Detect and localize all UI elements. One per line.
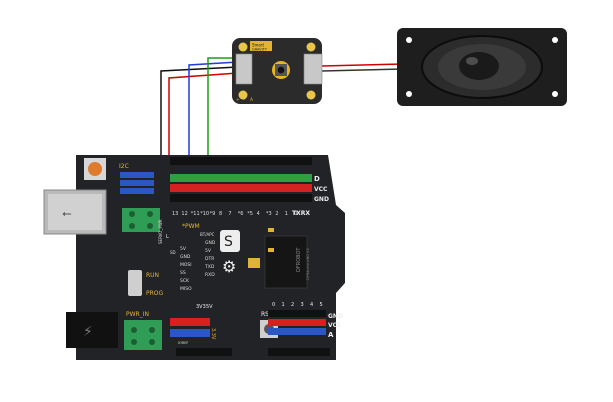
analog-pin-label: 4: [310, 302, 313, 308]
digital-pin-label: *3: [266, 211, 272, 217]
label-5v: 5V: [206, 304, 213, 310]
analog-pin-label: 5: [320, 302, 323, 308]
icsp-left-label: SS: [180, 270, 186, 276]
icsp-right-label: TXD: [204, 264, 215, 270]
label-vcc: VCC: [314, 186, 328, 193]
digital-header: [170, 157, 312, 202]
digital-pin-label: *6: [238, 211, 244, 217]
label-l: L: [166, 234, 169, 240]
digital-pin-label: *10: [200, 211, 209, 217]
mcu-chip: [264, 235, 308, 289]
digital-pin-label: *5: [247, 211, 253, 217]
input-connector: [235, 53, 253, 85]
label-servo-pwr: SERVO_PWR: [158, 219, 163, 244]
icsp-right-label: GND: [205, 240, 216, 246]
label-i2c: I2C: [119, 163, 129, 170]
digital-pin-label: 1: [285, 211, 288, 217]
label-txrx: TXRX: [292, 210, 310, 217]
icsp-left-label: SCK: [180, 278, 190, 284]
analog-pin-label: 1: [282, 302, 285, 308]
icsp-right-labels: GND 5V DTR TXD RXD: [204, 240, 216, 278]
servo-terminal: [122, 208, 160, 232]
label-vcc2: VCC: [328, 322, 342, 329]
digital-pin-label: 0: [294, 211, 297, 217]
output-connector: [303, 53, 323, 85]
arduino-board: ⭠ ⚡ I2C SERVO_PWR RUN PROG PWR_IN: [43, 155, 345, 360]
usb-icon: ⭠: [62, 206, 72, 220]
analog-pin-label: 0: [272, 302, 275, 308]
audio-amp-module: Smart GRAVITY + - A: [232, 38, 323, 104]
label-a: A: [328, 331, 334, 339]
label-rst: RST: [261, 311, 273, 318]
module-pin-a: A: [250, 97, 254, 103]
module-pin-minus: -: [243, 98, 245, 103]
label-d: D: [314, 175, 320, 183]
wire-speaker-red: [321, 63, 405, 67]
label-gnd2: GND: [328, 313, 343, 320]
icsp-right-label: RXD: [205, 272, 215, 278]
digital-pin-label: *9: [210, 211, 216, 217]
yellow-chip: [248, 258, 260, 268]
analog-pin-label: 3: [301, 302, 304, 308]
digital-pin-label: 7: [228, 211, 231, 217]
speaker-cone-icon: [459, 52, 499, 80]
module-brand2: GRAVITY: [252, 48, 268, 52]
bluetooth-logo-icon: [220, 230, 240, 252]
label-33v: 3.3V: [210, 328, 216, 340]
run-prog-switch: [128, 270, 142, 296]
icsp-left-labels: 5V GND MOSI SS SCK MISO: [180, 246, 192, 292]
analog-pin-label: 2: [291, 302, 294, 308]
gear-icon: ⚙: [222, 257, 236, 276]
label-model: DFRduino UNO V3: [306, 248, 310, 280]
icsp-left-label: 5V: [180, 246, 187, 252]
label-run: RUN: [146, 272, 159, 279]
svg-text:S: S: [224, 234, 233, 250]
digital-pin-label: *11: [191, 211, 200, 217]
module-pin-plus: +: [236, 97, 240, 103]
top-reset-button: [88, 162, 102, 176]
label-prog: PROG: [146, 290, 164, 297]
speaker: [397, 28, 567, 106]
gravity-badge: [250, 41, 272, 51]
wire-green-signal: [207, 57, 238, 180]
label-brand: DFROBOT: [296, 247, 302, 272]
digital-pin-label: 4: [257, 211, 260, 217]
digital-pin-label: 8: [219, 211, 222, 217]
pwr-in-terminal: [124, 320, 162, 350]
icsp-right-label: DTR: [205, 256, 214, 262]
digital-pin-label: 13: [172, 211, 178, 217]
label-gnd: GND: [314, 196, 329, 203]
icsp-left-label: MOSI: [180, 262, 192, 268]
digital-pin-label: 2: [275, 211, 278, 217]
module-brand: Smart: [252, 43, 265, 48]
label-ioref: IOREF: [178, 341, 188, 345]
power-jack: [66, 312, 118, 348]
icsp-right-label: 5V: [205, 248, 212, 254]
wire-speaker-black: [321, 68, 405, 72]
label-bt-apc: BT/APC: [200, 232, 215, 237]
label-pwm: *PWM: [182, 223, 200, 230]
label-sd: SD: [170, 250, 176, 255]
label-3v3: 3V3: [196, 304, 206, 310]
icsp-left-label: MISO: [180, 286, 192, 292]
lightning-icon: ⚡: [83, 324, 93, 340]
icsp-left-label: GND: [180, 254, 191, 260]
digital-pin-label: 12: [181, 211, 187, 217]
label-pwr-in: PWR_IN: [126, 311, 149, 318]
